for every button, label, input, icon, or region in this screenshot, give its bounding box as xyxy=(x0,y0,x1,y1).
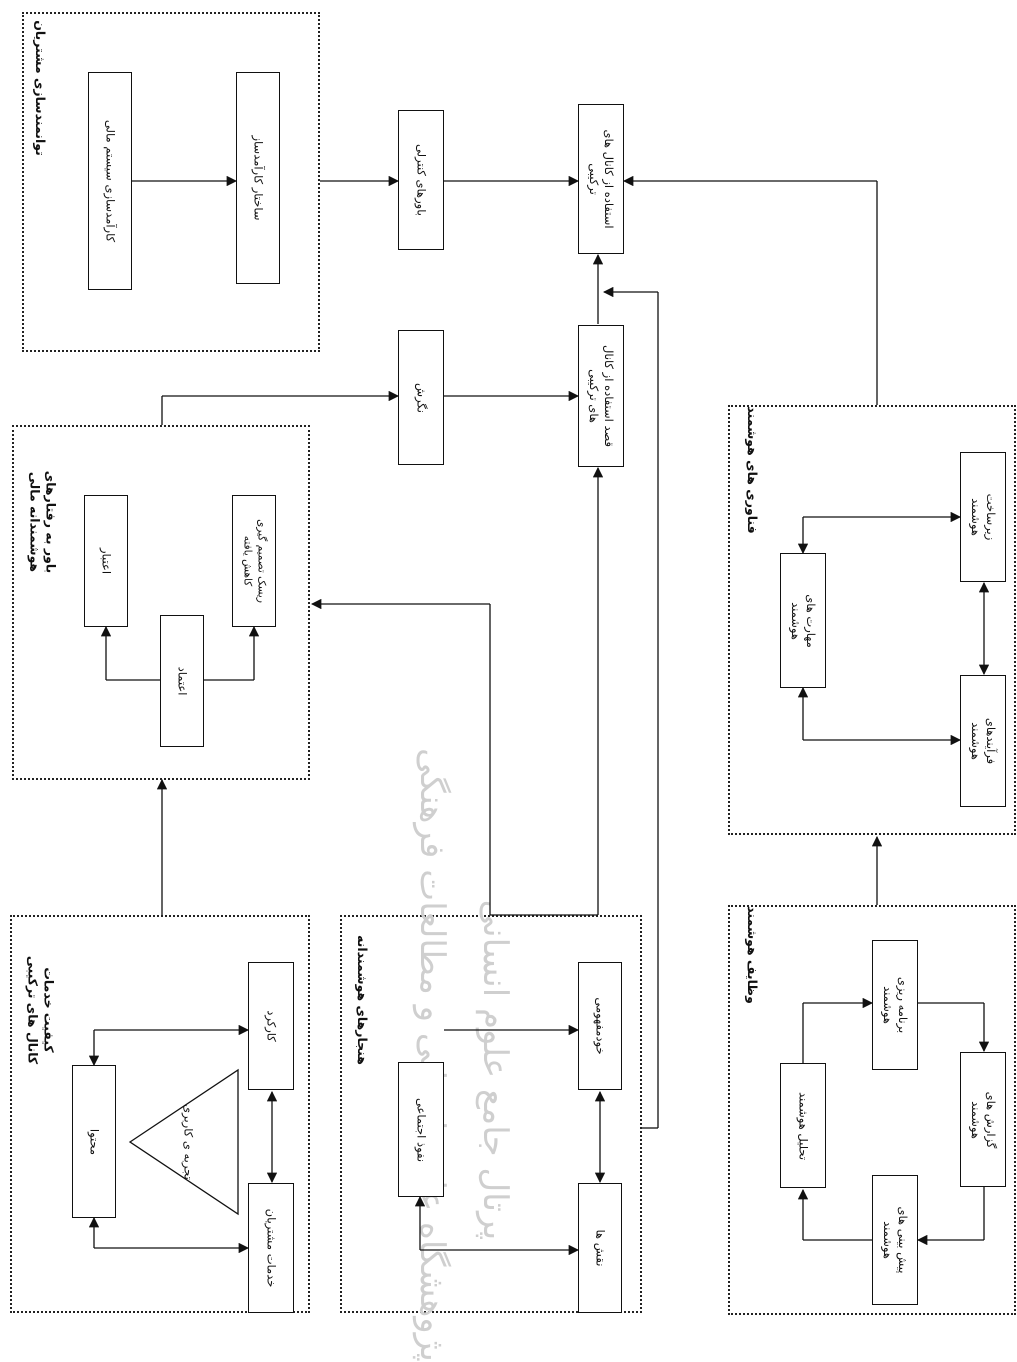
box-credibility: اعتبار xyxy=(84,495,128,627)
connector-lines xyxy=(88,175,990,1256)
user-experience-triangle xyxy=(128,1068,239,1216)
box-use-hybrid-channels: استفاده از کانال های ترکیبی xyxy=(578,104,624,254)
diagram-canvas: توانمندسازی مشتریان باور به رفتارهای هوش… xyxy=(10,12,1016,1362)
box-content: محتوا xyxy=(72,1065,116,1218)
box-smart-analysis: تحلیل هوشمند xyxy=(780,1063,826,1188)
box-smart-skills: مهارت های هوشمند xyxy=(780,553,826,688)
group-duties xyxy=(728,905,1016,1315)
box-control-beliefs: باورهای کنترلی xyxy=(398,110,444,250)
group-quality xyxy=(10,915,310,1313)
box-financial-system-efficiency: کارآمدسازی سیستم مالی xyxy=(88,72,132,290)
box-attitude: نگرش xyxy=(398,330,444,465)
box-smart-reports: گزارش های هوشمند xyxy=(960,1052,1006,1187)
box-smart-forecasting: پیش بینی های هوشمند xyxy=(872,1175,918,1305)
box-social-influence: نفوذ اجتماعی xyxy=(398,1062,444,1197)
group-norms xyxy=(340,915,642,1313)
box-smart-planning: برنامه ریزی هوشمند xyxy=(872,940,918,1070)
box-reduced-risk: ریسک تصمیم گیری کاهش یافته xyxy=(232,495,276,627)
group-tech xyxy=(728,405,1016,835)
box-self-concept: خودمفهومی xyxy=(578,962,622,1090)
box-efficient-structure: ساختار کارآمدساز xyxy=(236,72,280,284)
box-trust: اعتماد xyxy=(160,615,204,747)
group-empowerment xyxy=(22,12,320,352)
box-intention: قصد استفاده از کانال های ترکیبی xyxy=(578,325,624,467)
box-customer-services: خدمات مشتریان xyxy=(248,1183,294,1313)
box-smart-processes: فرآیندهای هوشمند xyxy=(960,675,1006,807)
box-smart-infrastructure: زیرساخت هوشمند xyxy=(960,452,1006,582)
box-functionality: کارکرد xyxy=(248,962,294,1090)
box-roles: نقش ها xyxy=(578,1183,622,1313)
